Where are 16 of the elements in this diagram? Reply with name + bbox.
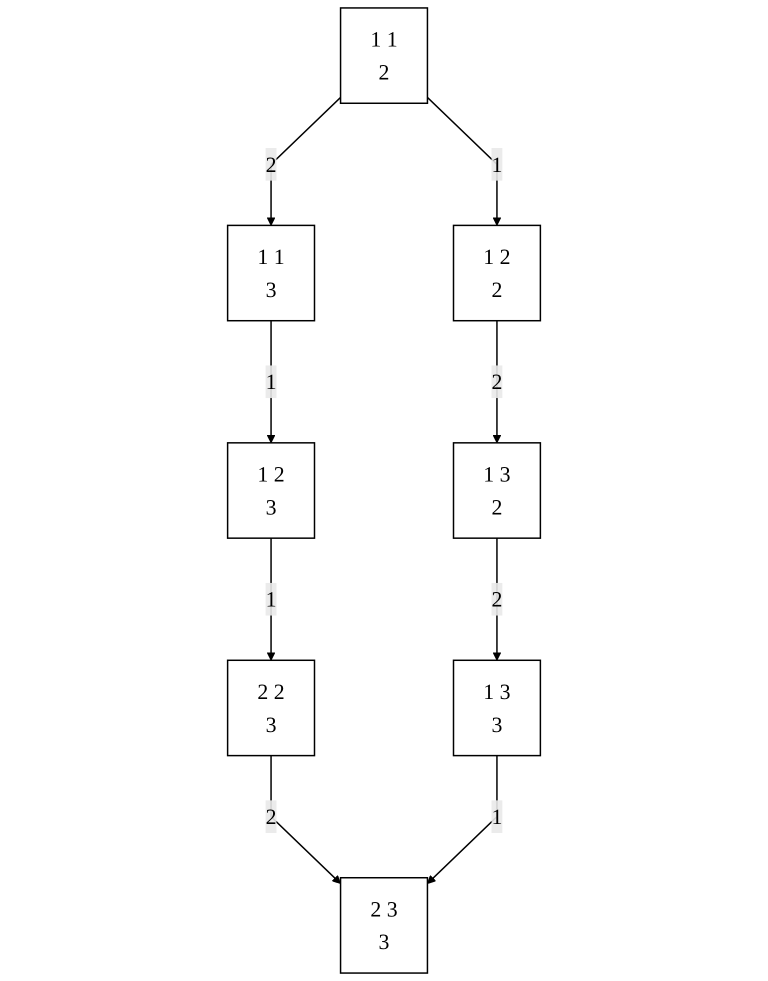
node-box: 1 1 2 (340, 7, 428, 104)
edge-label: 2 (266, 804, 277, 830)
edge-label: 1 (266, 369, 277, 394)
node-box: 1 3 3 (452, 660, 542, 756)
edge-label: 2 (491, 369, 502, 394)
node-box: 2 3 3 (340, 877, 428, 974)
node-box: 1 1 3 (226, 224, 316, 322)
node-box: 1 2 2 (452, 224, 542, 322)
edge-label: 2 (491, 586, 502, 612)
edge-label: 1 (266, 586, 277, 612)
node-box: 2 2 3 (226, 660, 316, 756)
edge-label: 1 (491, 152, 502, 177)
edge-label: 1 (491, 804, 502, 830)
node-box: 1 2 3 (226, 442, 316, 539)
edge-label: 2 (266, 152, 277, 177)
node-box: 1 3 2 (452, 442, 542, 539)
